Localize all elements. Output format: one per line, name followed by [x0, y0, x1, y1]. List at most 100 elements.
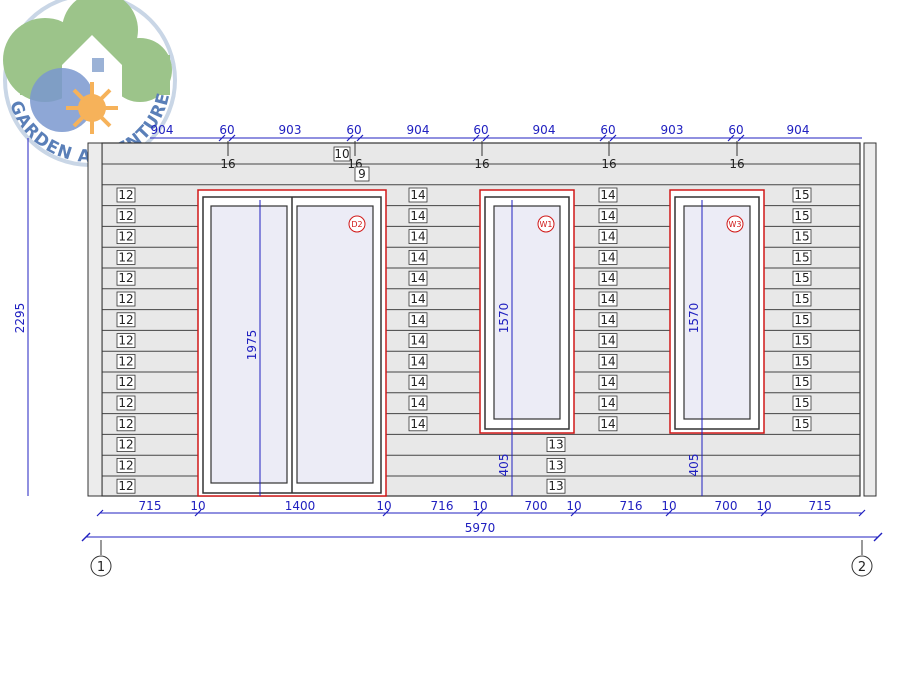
ridge-label: 16 — [474, 157, 489, 171]
log-label-a: 12 — [116, 457, 136, 473]
log-label-d: 15 — [792, 333, 812, 349]
svg-text:15: 15 — [794, 313, 809, 327]
log-label-d: 15 — [792, 187, 812, 203]
svg-text:12: 12 — [118, 250, 133, 264]
bottom-dim-value: 716 — [620, 499, 643, 513]
window-w3-tag: W3 — [729, 220, 742, 229]
svg-text:15: 15 — [794, 417, 809, 431]
house-window-icon — [92, 58, 104, 72]
log-labels: 1212121212121212121212121212121414141414… — [116, 187, 812, 494]
log-label-a: 12 — [116, 291, 136, 307]
log-label-d: 15 — [792, 270, 812, 286]
svg-text:15: 15 — [794, 271, 809, 285]
w1-sill-dim: 405 — [497, 454, 511, 477]
dim-tick — [194, 509, 202, 517]
w1-height-dim: 1570 — [497, 303, 511, 334]
svg-text:14: 14 — [410, 250, 425, 264]
svg-text:12: 12 — [118, 313, 133, 327]
svg-text:14: 14 — [410, 271, 425, 285]
bottom-dim-value: 715 — [809, 499, 832, 513]
log-label-d: 15 — [792, 229, 812, 245]
top-dim-value: 904 — [533, 123, 556, 137]
top-dim-value: 60 — [346, 123, 361, 137]
bottom-dim-value: 716 — [431, 499, 454, 513]
log-label-c: 14 — [598, 416, 618, 432]
svg-text:12: 12 — [118, 292, 133, 306]
dim-tick — [727, 134, 735, 142]
svg-text:14: 14 — [410, 417, 425, 431]
log-label-a: 12 — [116, 416, 136, 432]
svg-text:14: 14 — [410, 292, 425, 306]
dim-tick — [228, 134, 236, 142]
svg-text:15: 15 — [794, 292, 809, 306]
svg-text:12: 12 — [118, 438, 133, 452]
axis-markers: 1 2 — [90, 540, 873, 577]
svg-text:12: 12 — [118, 417, 133, 431]
log-label-b: 14 — [408, 395, 428, 411]
log-label-c: 14 — [598, 312, 618, 328]
log-label-a: 12 — [116, 395, 136, 411]
log-label-a: 12 — [116, 187, 136, 203]
svg-text:15: 15 — [794, 230, 809, 244]
svg-text:14: 14 — [410, 375, 425, 389]
bottom-dim-value: 10 — [472, 499, 487, 513]
log-label-a: 12 — [116, 249, 136, 265]
svg-text:12: 12 — [118, 396, 133, 410]
svg-text:12: 12 — [118, 479, 133, 493]
svg-text:14: 14 — [600, 354, 615, 368]
svg-text:12: 12 — [118, 375, 133, 389]
log-label-d: 15 — [792, 374, 812, 390]
globe-icon — [30, 68, 94, 132]
svg-text:14: 14 — [600, 209, 615, 223]
svg-text:12: 12 — [118, 230, 133, 244]
log-label-a: 12 — [116, 270, 136, 286]
axis-1-label: 1 — [97, 560, 105, 575]
svg-text:14: 14 — [600, 188, 615, 202]
axis-2-label: 2 — [858, 560, 866, 575]
top-dim-value: 60 — [600, 123, 615, 137]
ridge-label: 16 — [729, 157, 744, 171]
log-label-c: 14 — [598, 333, 618, 349]
axis-2-circle — [851, 555, 873, 577]
door-d2: D2 — [197, 189, 387, 497]
bottom-dim-value: 10 — [376, 499, 391, 513]
ridge-label: 16 — [220, 157, 235, 171]
log-label-d: 15 — [792, 291, 812, 307]
dim-tick — [737, 134, 745, 142]
dim-tick — [482, 134, 490, 142]
log-label-c: 14 — [598, 395, 618, 411]
right-corner-post — [863, 142, 877, 497]
svg-text:14: 14 — [410, 313, 425, 327]
log-label-a: 12 — [116, 229, 136, 245]
log-label-b: 14 — [408, 416, 428, 432]
log-label-c: 14 — [598, 187, 618, 203]
svg-text:15: 15 — [794, 250, 809, 264]
svg-text:12: 12 — [118, 458, 133, 472]
svg-text:14: 14 — [600, 230, 615, 244]
dim-tick — [599, 134, 607, 142]
log-label-a: 12 — [116, 312, 136, 328]
top-dim-value: 903 — [279, 123, 302, 137]
log-label-b: 14 — [408, 208, 428, 224]
svg-text:12: 12 — [118, 209, 133, 223]
ridge-extra-10: 10 — [333, 146, 351, 162]
log-label-b: 14 — [408, 270, 428, 286]
axis-1-circle — [90, 555, 112, 577]
bottom-dim-value: 10 — [756, 499, 771, 513]
dim-tick — [382, 509, 390, 517]
dim-tick — [356, 134, 364, 142]
total-width-dim: 5970 — [465, 521, 496, 535]
svg-text:14: 14 — [600, 417, 615, 431]
log-label-d: 15 — [792, 353, 812, 369]
svg-text:14: 14 — [600, 313, 615, 327]
log-label-a: 12 — [116, 374, 136, 390]
log-label-b: 14 — [408, 353, 428, 369]
bottom-dim-value: 715 — [139, 499, 162, 513]
log-label-under-w1: 13 — [546, 478, 566, 494]
log-label-a: 12 — [116, 333, 136, 349]
door-tag: D2 — [351, 220, 362, 229]
top-dim-value: 904 — [151, 123, 174, 137]
dim-tick — [472, 134, 480, 142]
